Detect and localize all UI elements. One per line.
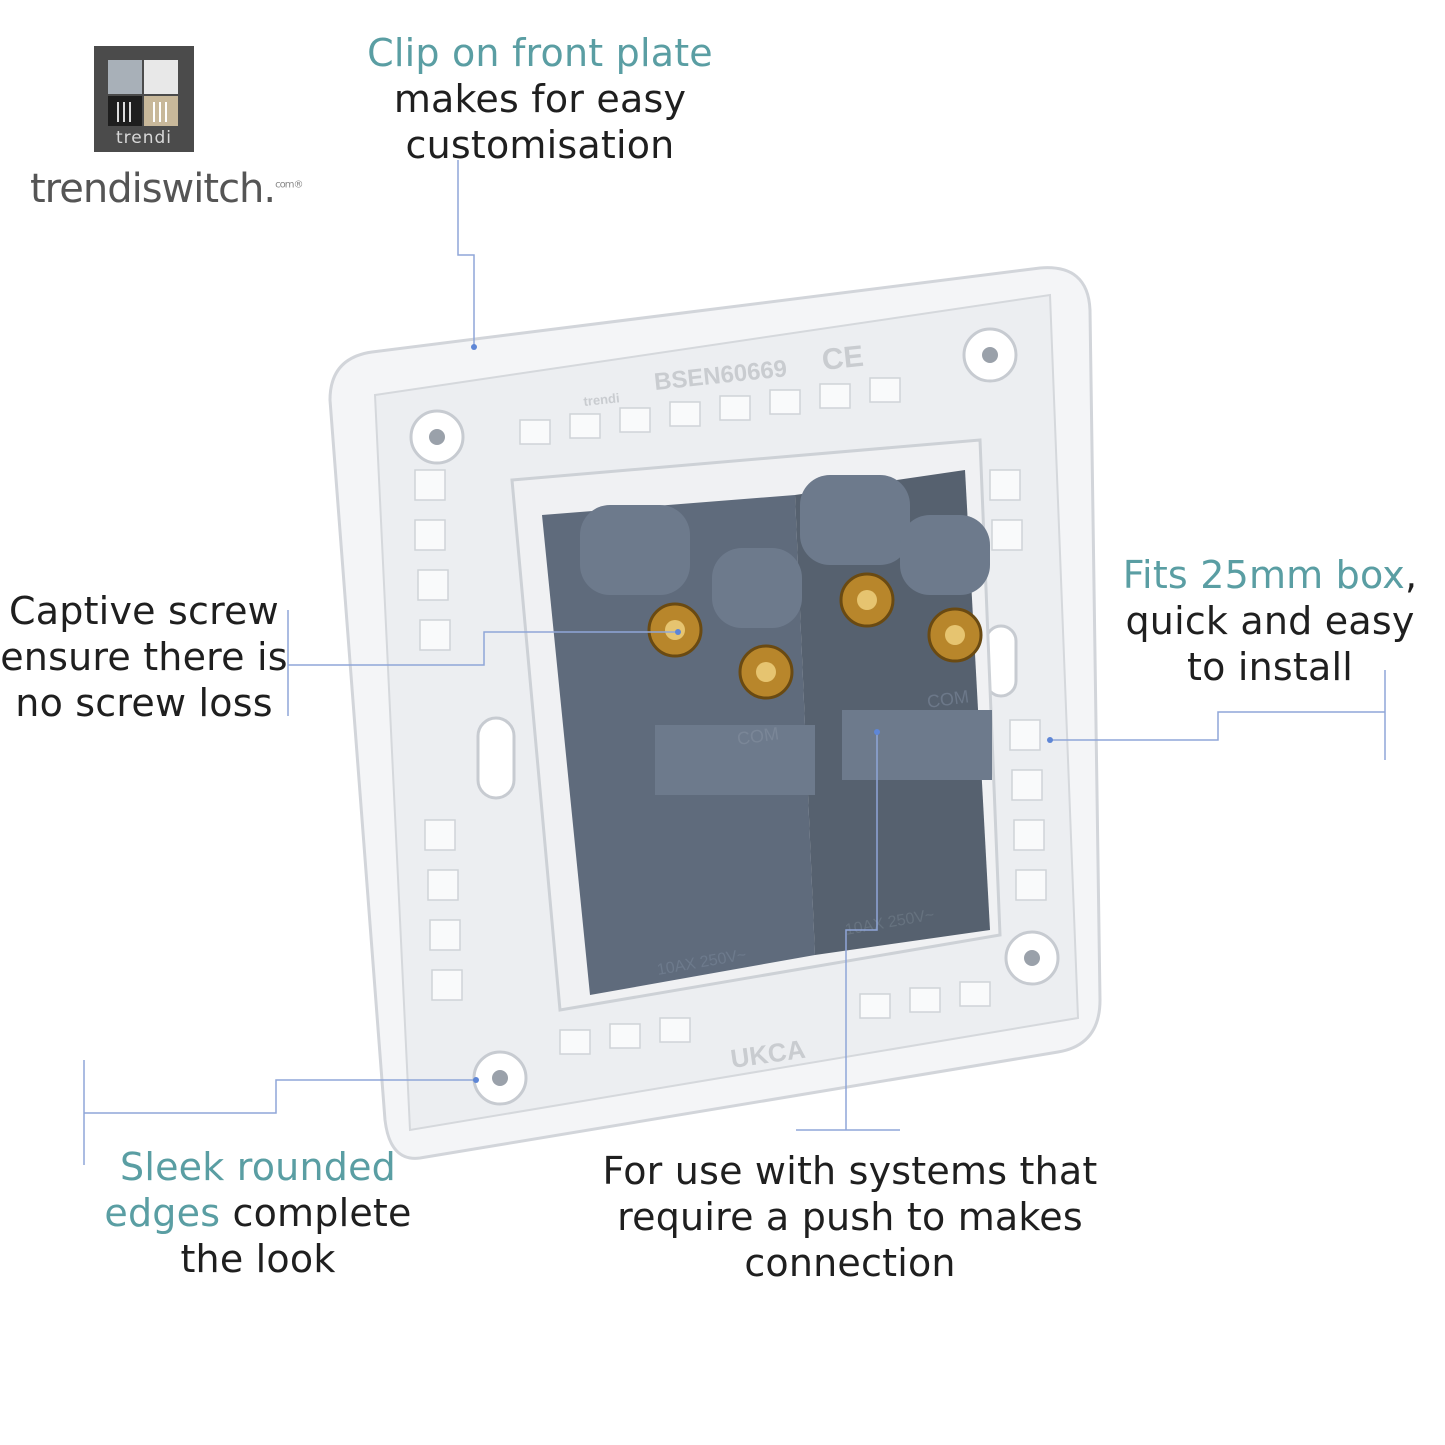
callout-clip-on-heading: Clip on front plate xyxy=(367,31,713,75)
callout-captive-line3: no screw loss xyxy=(15,681,273,725)
grid-ribs xyxy=(414,377,1047,1055)
callout-captive-line1: Captive screw xyxy=(9,589,279,633)
leader-captive-arm xyxy=(288,631,678,666)
callout-push-connection: For use with systems that require a push… xyxy=(590,1148,1110,1286)
callout-clip-on-line3: customisation xyxy=(405,123,675,167)
callout-sleek-edges: Sleek rounded edges complete the look xyxy=(100,1144,416,1282)
callout-fits-line3: to install xyxy=(1187,645,1353,689)
dot-fits xyxy=(1047,737,1053,743)
screw-hole-centres xyxy=(429,347,1040,1086)
callout-push-line2: require a push to makes xyxy=(617,1195,1083,1239)
logo-word: trendi xyxy=(115,128,173,148)
dot-sleek xyxy=(473,1077,479,1083)
logo-switch-graphic xyxy=(108,60,178,126)
callout-fits-line1: Fits 25mm box, xyxy=(1120,552,1420,598)
callout-captive-screw: Captive screw ensure there is no screw l… xyxy=(0,588,288,726)
callout-sleek-line3: the look xyxy=(180,1237,336,1281)
callout-fits-line2: quick and easy xyxy=(1125,599,1415,643)
dot-clip-on xyxy=(471,344,477,350)
dot-push xyxy=(874,729,880,735)
callout-push-line3: connection xyxy=(744,1241,956,1285)
leader-sleek-arm xyxy=(84,1079,476,1114)
callout-fits-box: Fits 25mm box, quick and easy to install xyxy=(1120,552,1420,690)
brand-dot: . xyxy=(263,166,276,212)
callout-captive-line2: ensure there is xyxy=(0,635,288,679)
callout-fits-heading: Fits 25mm box xyxy=(1122,553,1405,597)
callout-sleek-heading: Sleek rounded xyxy=(120,1145,396,1189)
maker-marking: trendi xyxy=(583,390,620,409)
callout-clip-on-line2: makes for easy xyxy=(393,77,687,121)
mechanism-details xyxy=(580,475,992,795)
terminal-screw-slots xyxy=(665,590,965,682)
trendi-logo: trendi xyxy=(94,46,194,152)
dot-captive xyxy=(675,629,681,635)
brand-domain-mark: com® xyxy=(275,179,303,191)
callout-sleek-accent2: edges xyxy=(104,1191,221,1235)
ce-marking: CE xyxy=(820,340,865,377)
leader-push-arm xyxy=(845,732,878,1130)
leader-clip-on xyxy=(457,160,475,346)
callout-sleek-line2: edges complete xyxy=(100,1190,416,1236)
callout-clip-on: Clip on front plate makes for easy custo… xyxy=(340,30,740,168)
left-slot xyxy=(476,716,516,800)
callout-sleek-rest2: complete xyxy=(220,1191,412,1235)
leader-fits-arm xyxy=(1050,711,1385,741)
callout-fits-comma: , xyxy=(1404,553,1418,597)
callout-push-line1: For use with systems that xyxy=(602,1149,1098,1193)
brand-name: trendiswitch.com® xyxy=(30,166,304,212)
brand-wordmark: trendiswitch xyxy=(30,166,264,212)
